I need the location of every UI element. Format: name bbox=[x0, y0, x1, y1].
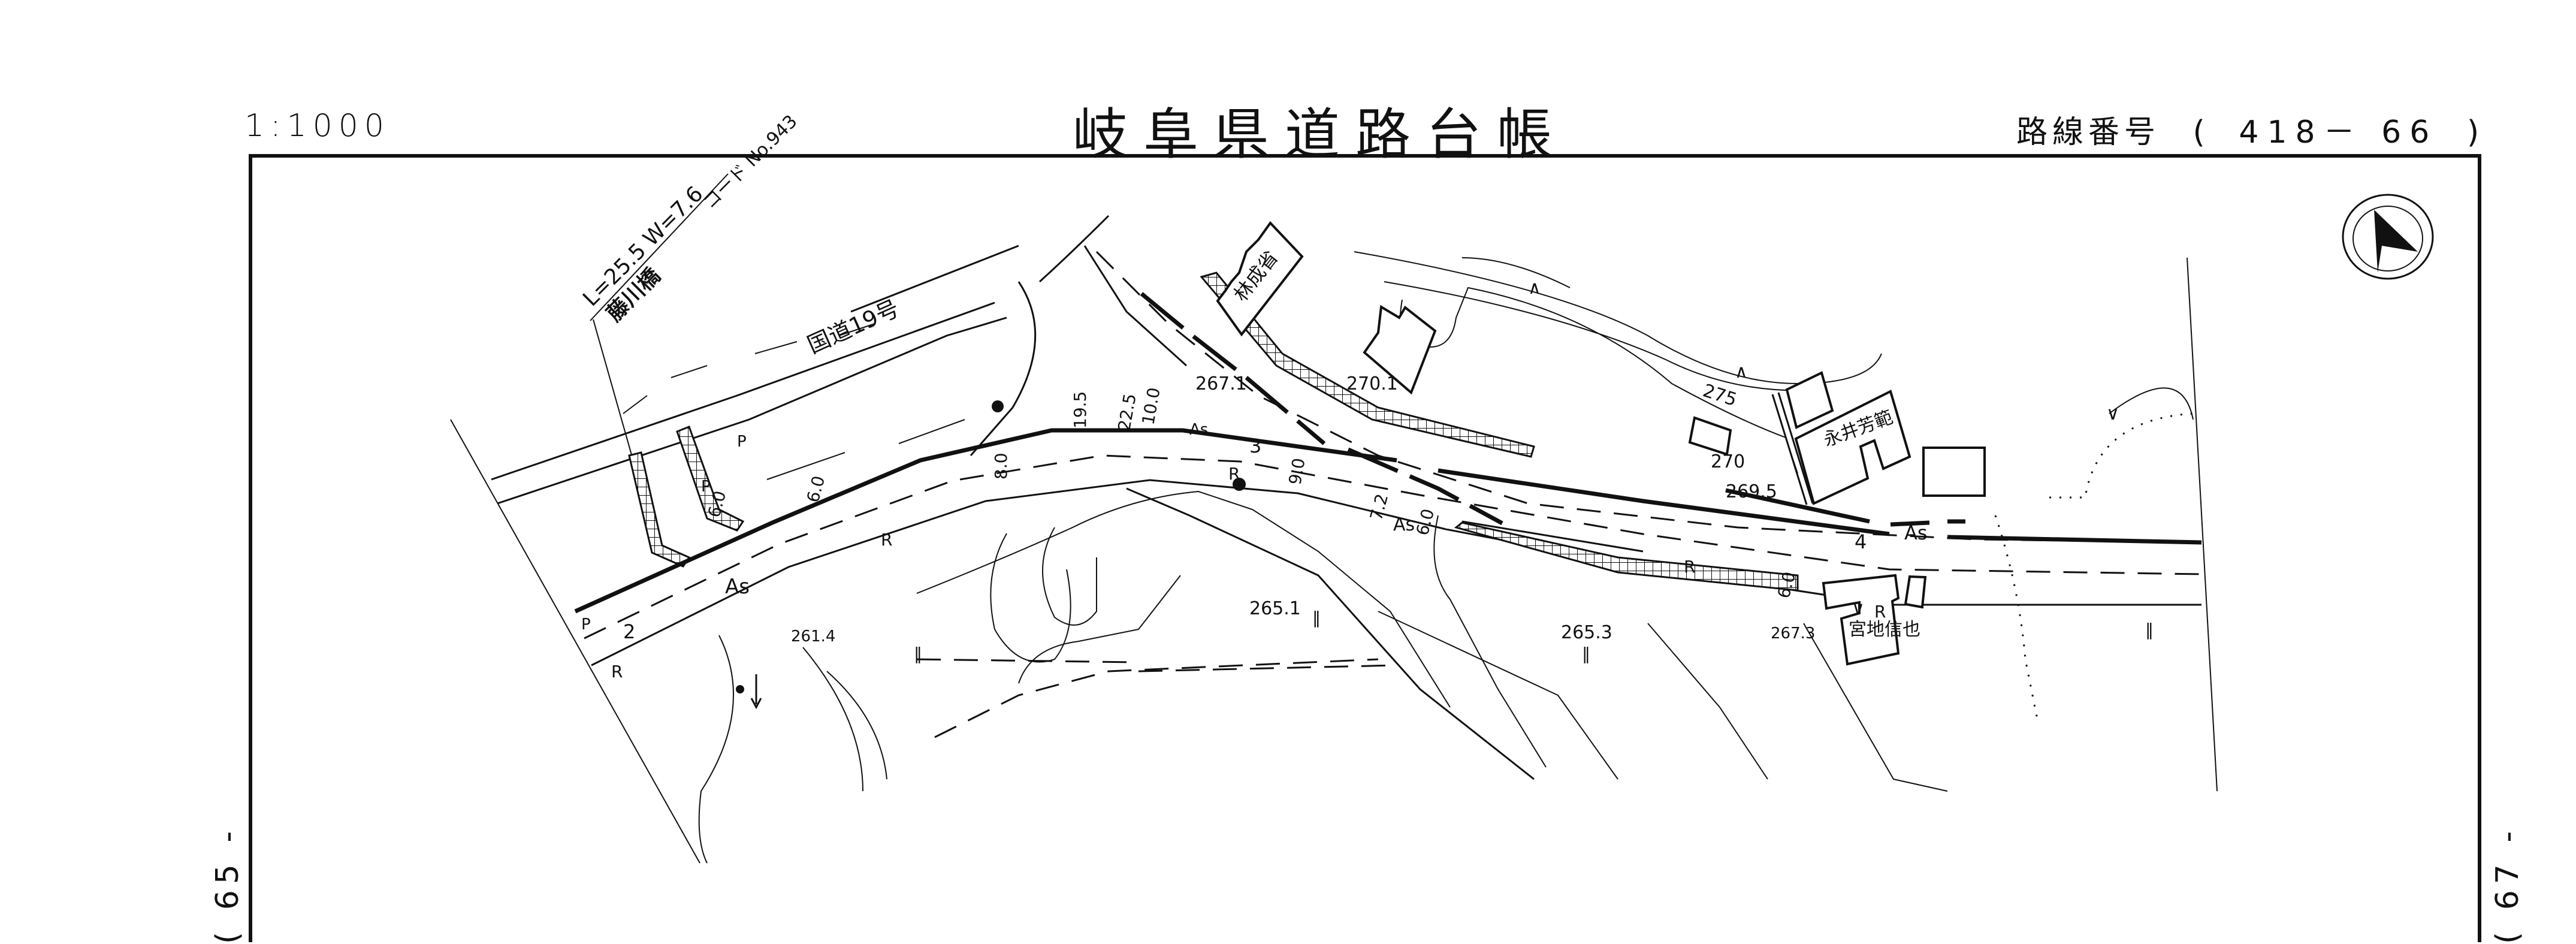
width-label: 22.5 bbox=[1114, 392, 1140, 432]
wasteland-symbol: ∧ bbox=[1528, 278, 1541, 298]
building-square-north bbox=[1785, 371, 1834, 429]
bridge-leader-line-top bbox=[590, 173, 729, 321]
field-symbol: ‖ bbox=[2145, 620, 2154, 640]
elevation-label: 270 bbox=[1711, 451, 1745, 472]
pole-symbol: P bbox=[701, 478, 711, 496]
crop-symbol: ∨ bbox=[2106, 403, 2119, 424]
route-open-paren: ( bbox=[2193, 114, 2210, 150]
surface-label: As bbox=[1393, 514, 1415, 535]
route-close-paren: ) bbox=[2466, 114, 2484, 150]
bridge-leader-line bbox=[593, 319, 636, 468]
road-section-label: 4 bbox=[1855, 530, 1867, 553]
width-label: 10.0 bbox=[1138, 386, 1164, 426]
elevation-label: 267.3 bbox=[1771, 625, 1815, 643]
crop-symbol: ∨ bbox=[1852, 598, 1865, 619]
surface-label: As bbox=[1189, 421, 1208, 439]
manhole-icon bbox=[992, 400, 1004, 412]
building-hayashi bbox=[1216, 221, 1304, 337]
building-small-south bbox=[1904, 575, 1927, 609]
north-arrow-icon bbox=[2342, 194, 2434, 280]
map-frame bbox=[249, 154, 2481, 942]
owner-label-miyaji: 宮地信也 bbox=[1849, 619, 1920, 640]
national-road-label: 国道19号 bbox=[804, 295, 903, 358]
width-label: 19.5 bbox=[1070, 391, 1090, 429]
route-number: 路線番号 ( 418－ 66 ) bbox=[2016, 107, 2484, 152]
field-boundaries bbox=[698, 257, 2218, 864]
width-label: 9.0 bbox=[1285, 457, 1309, 487]
width-label: 8.0 bbox=[991, 453, 1011, 479]
route-number-value: 418－ 66 bbox=[2239, 114, 2438, 150]
wasteland-symbol: ∧ bbox=[1735, 361, 1748, 382]
national-road-19 bbox=[491, 215, 1110, 505]
bridge-deck bbox=[628, 451, 691, 568]
field-symbol: ‖ bbox=[914, 644, 922, 663]
retaining-wall-hatch bbox=[676, 426, 745, 532]
fence-line bbox=[1771, 392, 1814, 505]
elevation-label: 270.1 bbox=[1346, 373, 1398, 394]
retaining-wall-symbol: R bbox=[1684, 557, 1695, 577]
elevation-label: 265.1 bbox=[1249, 598, 1301, 619]
map-scale: 1:1000 bbox=[244, 108, 390, 144]
bridge-code: コード No.943 bbox=[699, 111, 802, 213]
stone-wall-south bbox=[1454, 521, 1799, 592]
retaining-wall-symbol: R bbox=[881, 530, 892, 550]
field-symbol: ‖ bbox=[1312, 608, 1321, 628]
survey-line bbox=[450, 419, 700, 864]
width-label: 7.2 bbox=[1366, 491, 1392, 523]
elevation-label: 269.5 bbox=[1726, 481, 1777, 502]
elevation-label: 275 bbox=[1701, 380, 1740, 411]
building-small-west bbox=[1688, 416, 1732, 456]
road-section-label: 3 bbox=[1249, 435, 1261, 457]
elevation-label: 265.3 bbox=[1561, 622, 1612, 643]
tree-icon bbox=[736, 685, 744, 693]
field-symbol: ‖ bbox=[1582, 644, 1590, 663]
road-section-label: 2 bbox=[623, 620, 635, 643]
route-label: 路線番号 bbox=[2016, 114, 2161, 150]
building-miyaji bbox=[1822, 574, 1900, 666]
manhole-icon bbox=[1233, 478, 1246, 491]
pole-symbol: P bbox=[737, 433, 747, 451]
surface-label: As bbox=[1904, 521, 1928, 544]
pole-symbol: P bbox=[581, 616, 591, 634]
building-east bbox=[1922, 447, 1986, 497]
retaining-wall-symbol: R bbox=[1874, 602, 1886, 622]
elevation-label: 267.1 bbox=[1195, 373, 1247, 394]
elevation-label: 261.4 bbox=[791, 628, 835, 646]
surface-label: As bbox=[725, 575, 750, 599]
building-northeast bbox=[1363, 304, 1437, 395]
flow-arrow-icon bbox=[750, 674, 762, 710]
building-nagai bbox=[1794, 390, 1911, 505]
width-label: 6.0 bbox=[1412, 506, 1438, 538]
prefectural-road bbox=[574, 245, 2202, 666]
retaining-wall-symbol: R bbox=[611, 662, 623, 681]
